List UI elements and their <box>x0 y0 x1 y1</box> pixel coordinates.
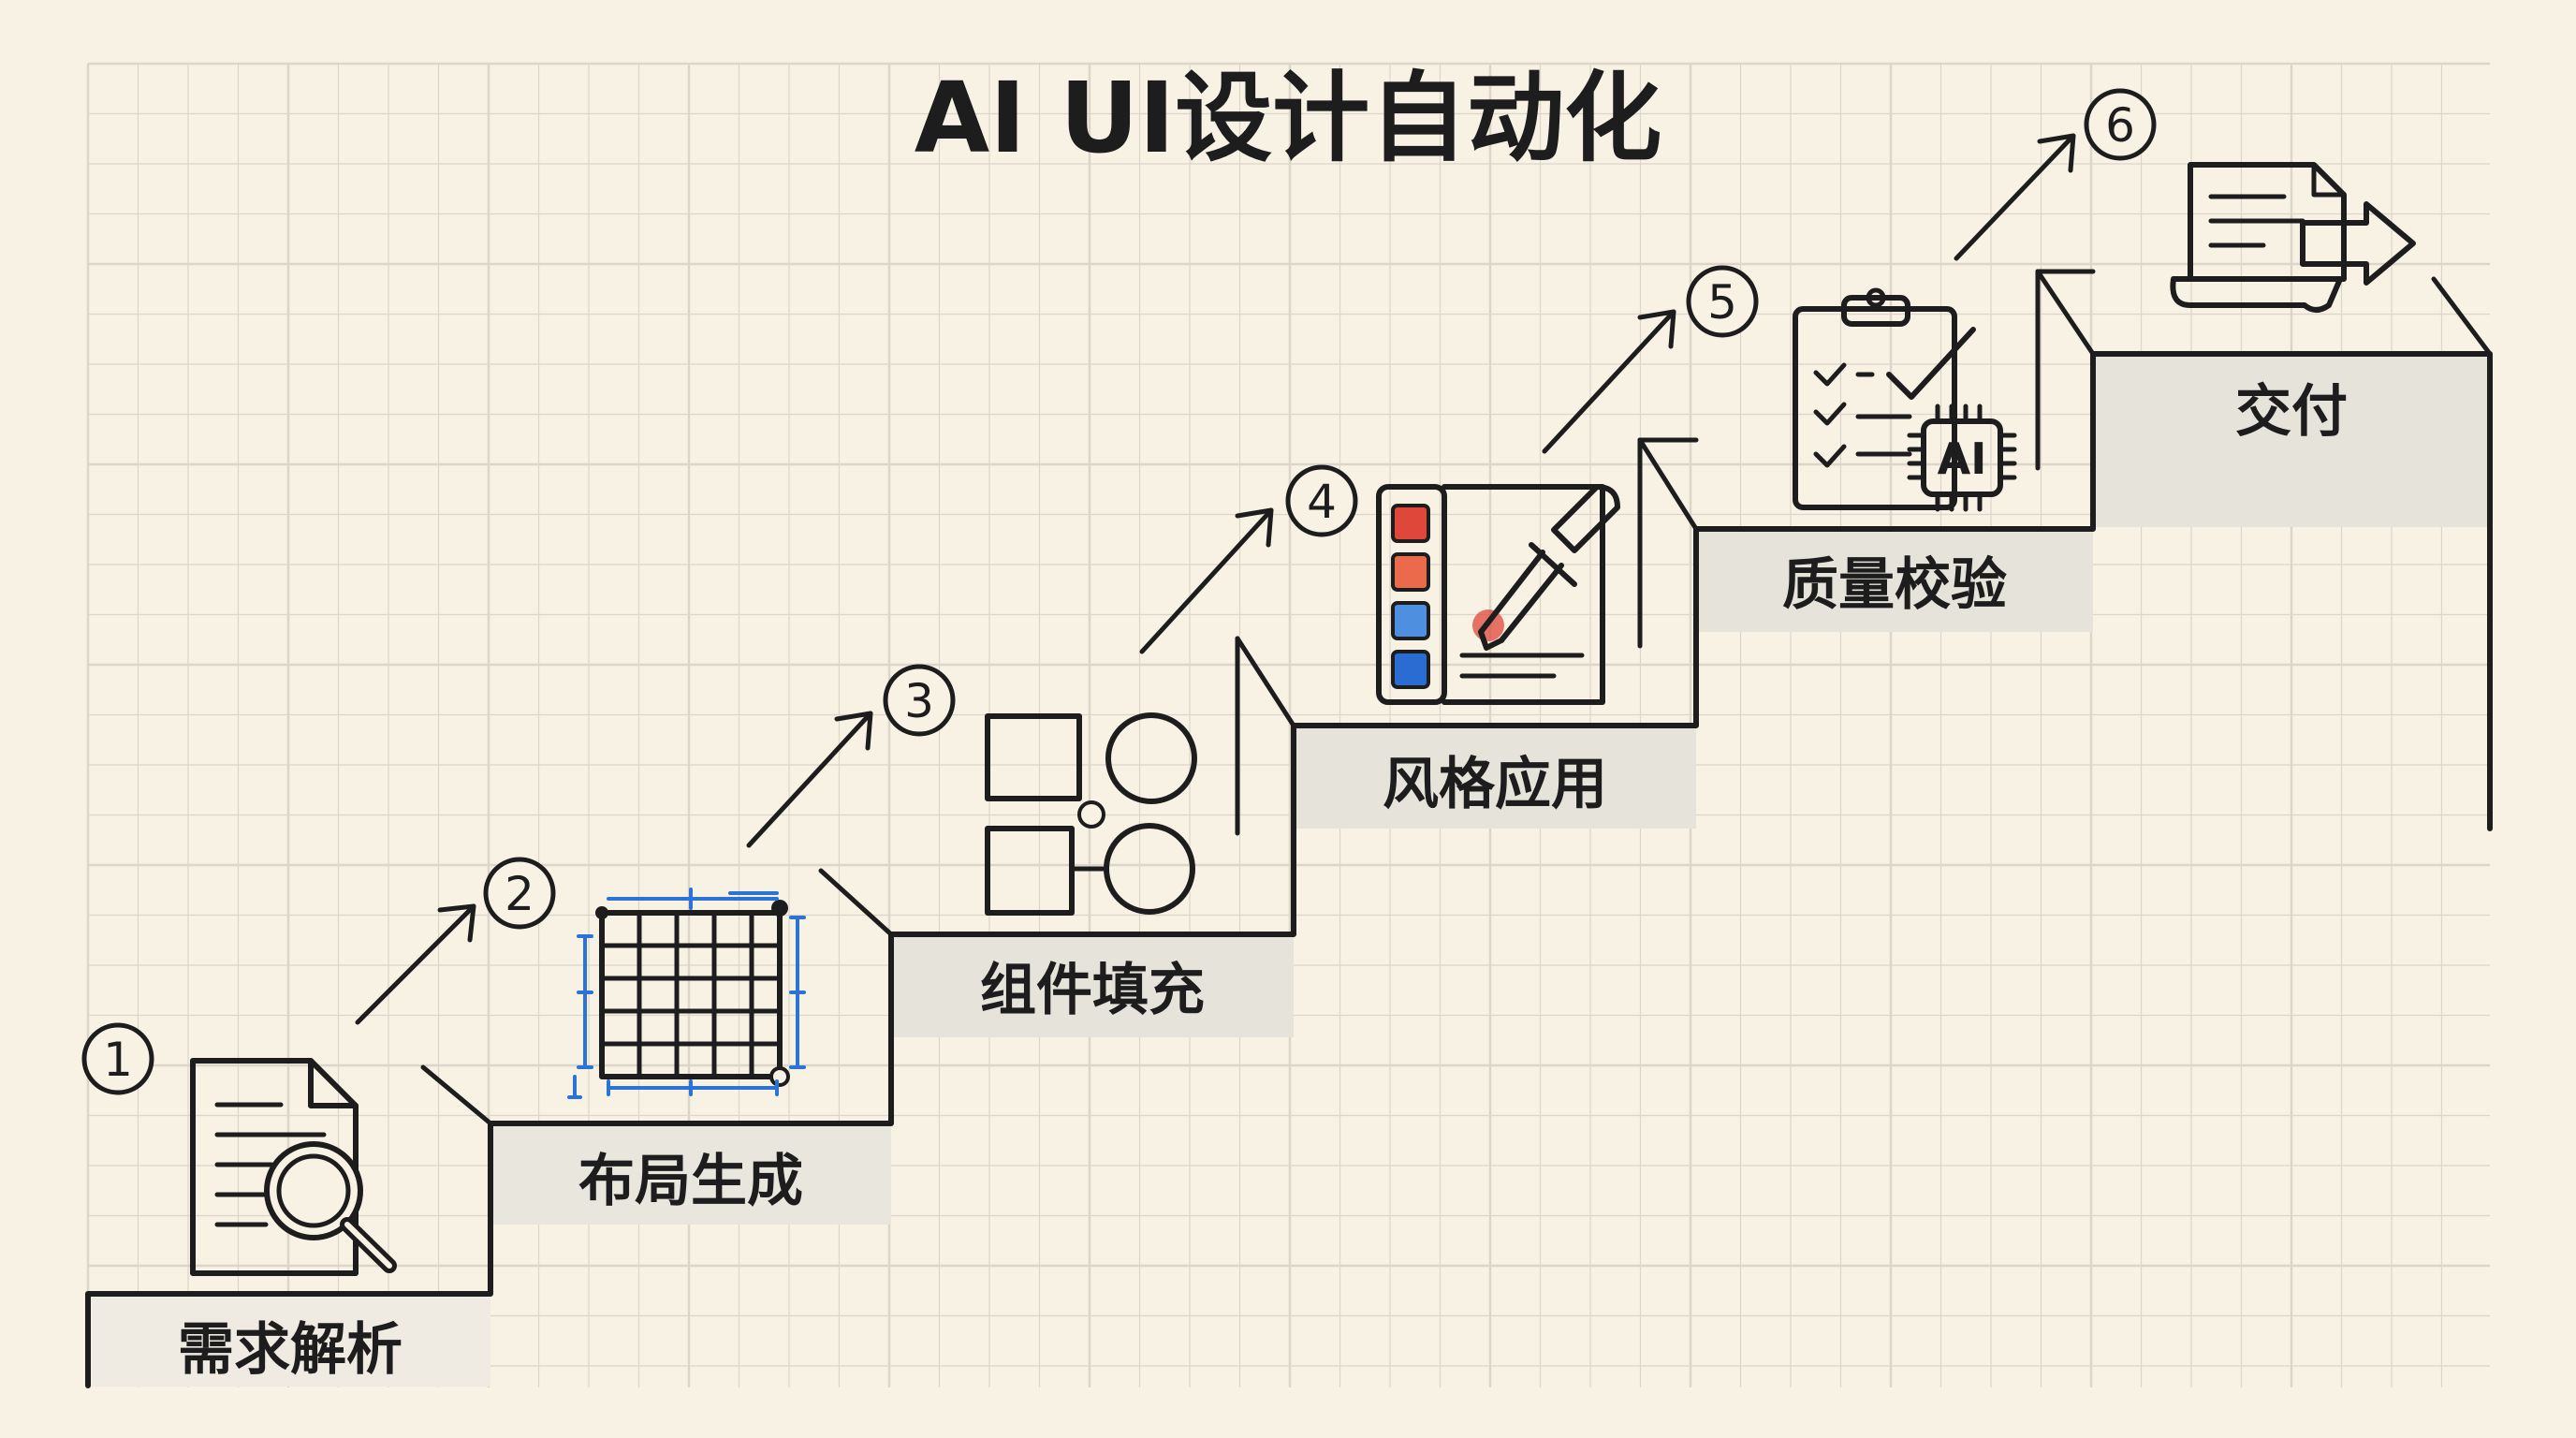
step-label-2: 布局生成 <box>578 1149 803 1214</box>
ai-chip-icon: AI <box>1907 404 2017 512</box>
staircase <box>85 269 2493 1388</box>
document-magnifier-icon <box>190 1058 397 1276</box>
arrow-5-to-6-icon <box>1954 133 2076 261</box>
color-palette-dropper-icon <box>1376 484 1620 705</box>
step-arrows <box>355 133 2076 1025</box>
step-number-5: 5 <box>1686 265 1759 338</box>
step-number-text-6: 6 <box>2105 98 2135 153</box>
label-band-1 <box>88 1297 490 1387</box>
arrow-3-to-4-icon <box>1139 507 1274 654</box>
ai-chip-text: AI <box>1938 433 1987 484</box>
step-label-6: 交付 <box>2235 379 2348 445</box>
step-number-text-3: 3 <box>904 674 934 728</box>
step-number-2: 2 <box>483 857 556 930</box>
arrow-1-to-2-icon <box>355 903 476 1025</box>
step-number-text-5: 5 <box>1707 275 1737 330</box>
page-title: AI UI设计自动化 <box>915 61 1662 175</box>
step-number-text-1: 1 <box>103 1033 133 1087</box>
step-number-3: 3 <box>883 664 956 737</box>
label-band-2 <box>490 1123 891 1225</box>
label-bands <box>88 354 2490 1387</box>
arrow-2-to-3-icon <box>746 711 873 848</box>
step-number-1: 1 <box>81 1022 154 1095</box>
export-document-icon <box>2170 162 2416 313</box>
step-number-text-4: 4 <box>1307 475 1337 529</box>
arrow-4-to-5-icon <box>1542 309 1676 454</box>
step-label-4: 风格应用 <box>1383 752 1607 817</box>
label-band-6 <box>2093 354 2490 527</box>
layout-grid-icon <box>567 888 806 1099</box>
step-number-6: 6 <box>2084 88 2157 161</box>
step-label-3: 组件填充 <box>980 958 1205 1023</box>
label-band-4 <box>1294 726 1696 829</box>
label-band-3 <box>891 934 1294 1037</box>
step-label-5: 质量校验 <box>1782 552 2007 618</box>
step-label-1: 需求解析 <box>178 1317 402 1383</box>
components-icon <box>985 712 1197 916</box>
ai-checklist-icon: AI <box>1793 287 2017 512</box>
step-number-4: 4 <box>1285 464 1358 537</box>
step-number-text-2: 2 <box>505 867 534 921</box>
label-band-5 <box>1696 529 2093 632</box>
